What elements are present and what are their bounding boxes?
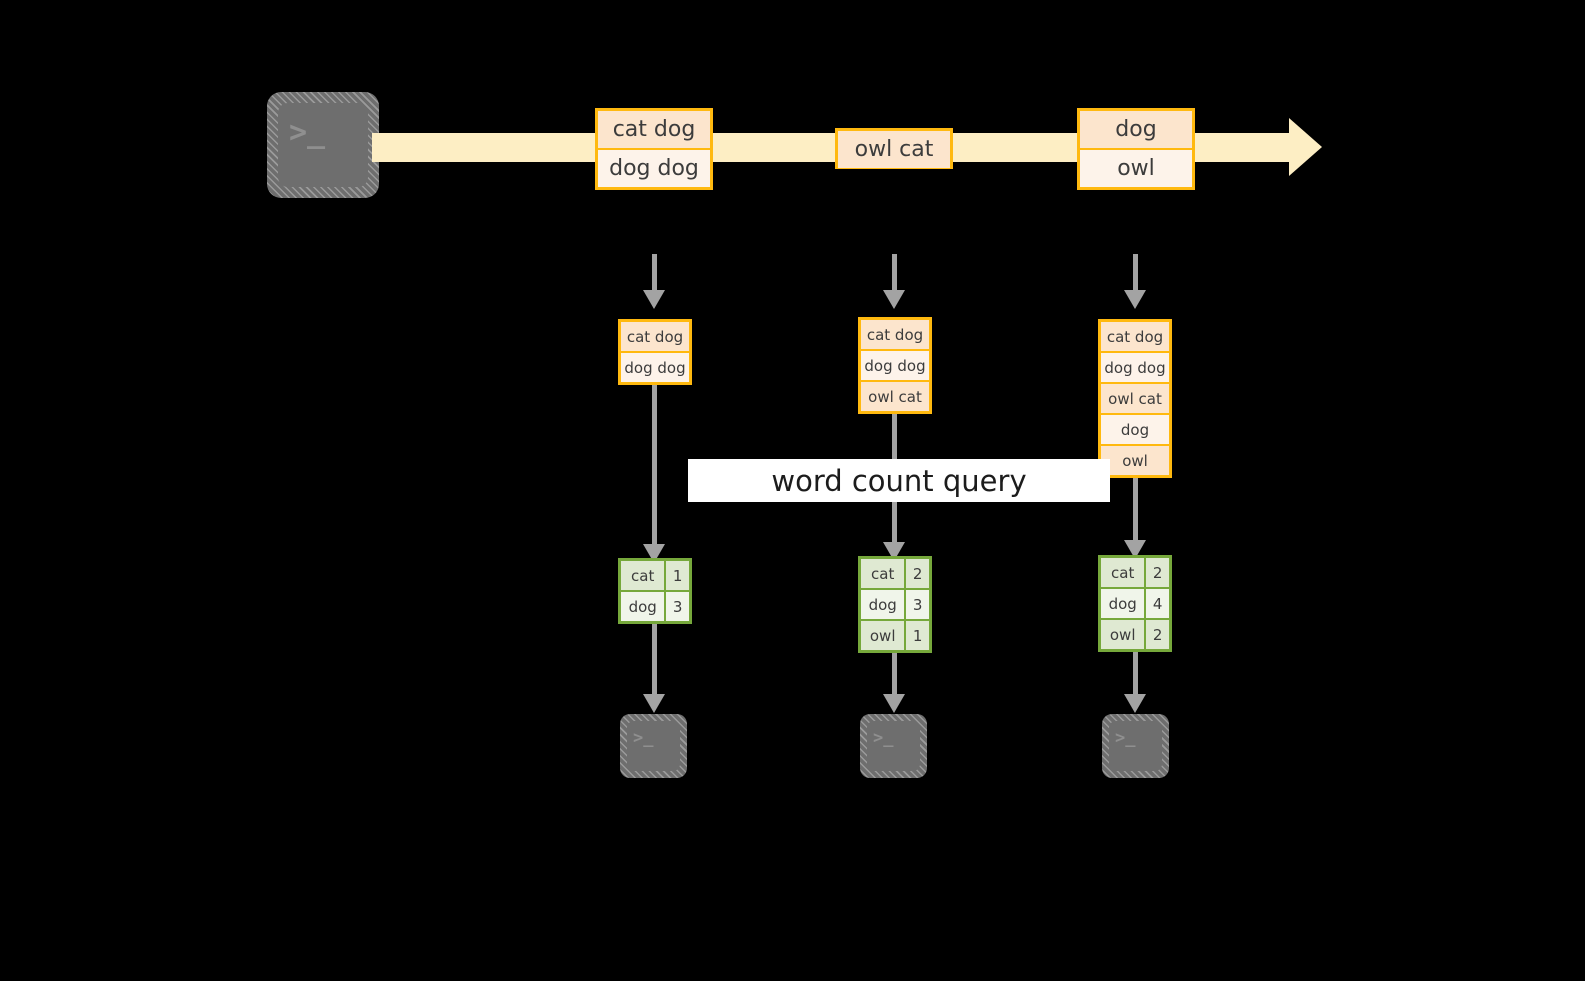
record-line: dog (1079, 110, 1193, 149)
count-cell: 2 (1145, 557, 1170, 588)
stream-to-input-connector (652, 254, 657, 292)
stream-to-input-connector (892, 254, 897, 292)
sink-terminal-icon: >_ (860, 714, 927, 778)
record-line: cat dog (597, 110, 711, 149)
count-cell: 4 (1145, 588, 1170, 619)
snapshot-row: dog dog (1100, 352, 1170, 383)
record-line: dog dog (597, 149, 711, 188)
stream-record: owl cat (835, 128, 953, 169)
terminal-prompt-glyph: >_ (1115, 728, 1136, 748)
source-terminal-icon: >_ (267, 92, 379, 198)
terminal-prompt-glyph: >_ (289, 115, 326, 150)
terminal-screen (867, 721, 920, 771)
snapshot-row: dog dog (860, 350, 930, 381)
snapshot-row: cat dog (860, 319, 930, 350)
stream-to-input-arrowhead (643, 290, 665, 309)
sink-terminal-icon: >_ (1102, 714, 1169, 778)
terminal-prompt-glyph: >_ (633, 728, 654, 748)
terminal-prompt-glyph: >_ (873, 728, 894, 748)
count-cell: 3 (665, 591, 690, 622)
record-line: owl cat (837, 130, 951, 169)
snapshot-row: dog (1100, 414, 1170, 445)
table-row: cat 2 (860, 558, 930, 589)
stream-record: cat dog dog dog (595, 108, 713, 190)
input-snapshot: cat dog dog dog (618, 319, 692, 385)
count-cell: 2 (905, 558, 930, 589)
input-snapshot: cat dog dog dog owl cat dog owl (1098, 319, 1172, 478)
count-cell: 1 (665, 560, 690, 591)
result-to-sink-arrowhead (1124, 694, 1146, 713)
snapshot-row: cat dog (1100, 321, 1170, 352)
snapshot-row: owl cat (860, 381, 930, 412)
query-arrowhead (1124, 540, 1146, 559)
result-to-sink-connector (1133, 652, 1138, 698)
terminal-screen (627, 721, 680, 771)
result-to-sink-arrowhead (643, 694, 665, 713)
word-cell: dog (620, 591, 666, 622)
word-cell: cat (860, 558, 906, 589)
word-cell: owl (1100, 619, 1146, 650)
query-connector (652, 385, 657, 552)
stream-arrowhead (1289, 118, 1322, 176)
count-cell: 3 (905, 589, 930, 620)
table-row: cat 2 (1100, 557, 1170, 588)
snapshot-row: dog dog (620, 352, 690, 383)
terminal-screen (278, 103, 368, 187)
result-to-sink-connector (652, 624, 657, 698)
word-cell: dog (860, 589, 906, 620)
count-cell: 2 (1145, 619, 1170, 650)
result-to-sink-arrowhead (883, 694, 905, 713)
sink-terminal-icon: >_ (620, 714, 687, 778)
record-line: owl (1079, 149, 1193, 188)
terminal-screen (1109, 721, 1162, 771)
table-row: owl 2 (1100, 619, 1170, 650)
snapshot-row: cat dog (620, 321, 690, 352)
word-cell: cat (1100, 557, 1146, 588)
word-cell: owl (860, 620, 906, 651)
table-row: dog 3 (620, 591, 690, 622)
count-cell: 1 (905, 620, 930, 651)
word-cell: dog (1100, 588, 1146, 619)
table-row: owl 1 (860, 620, 930, 651)
snapshot-row: owl (1100, 445, 1170, 476)
result-table: cat 1 dog 3 (618, 558, 692, 624)
stream-to-input-arrowhead (883, 290, 905, 309)
table-row: cat 1 (620, 560, 690, 591)
table-row: dog 4 (1100, 588, 1170, 619)
query-connector (1133, 478, 1138, 550)
stream-to-input-arrowhead (1124, 290, 1146, 309)
query-label: word count query (688, 459, 1110, 502)
input-snapshot: cat dog dog dog owl cat (858, 317, 932, 414)
stream-to-input-connector (1133, 254, 1138, 292)
table-row: dog 3 (860, 589, 930, 620)
snapshot-row: owl cat (1100, 383, 1170, 414)
result-to-sink-connector (892, 653, 897, 698)
result-table: cat 2 dog 4 owl 2 (1098, 555, 1172, 652)
word-cell: cat (620, 560, 666, 591)
stream-record: dog owl (1077, 108, 1195, 190)
result-table: cat 2 dog 3 owl 1 (858, 556, 932, 653)
